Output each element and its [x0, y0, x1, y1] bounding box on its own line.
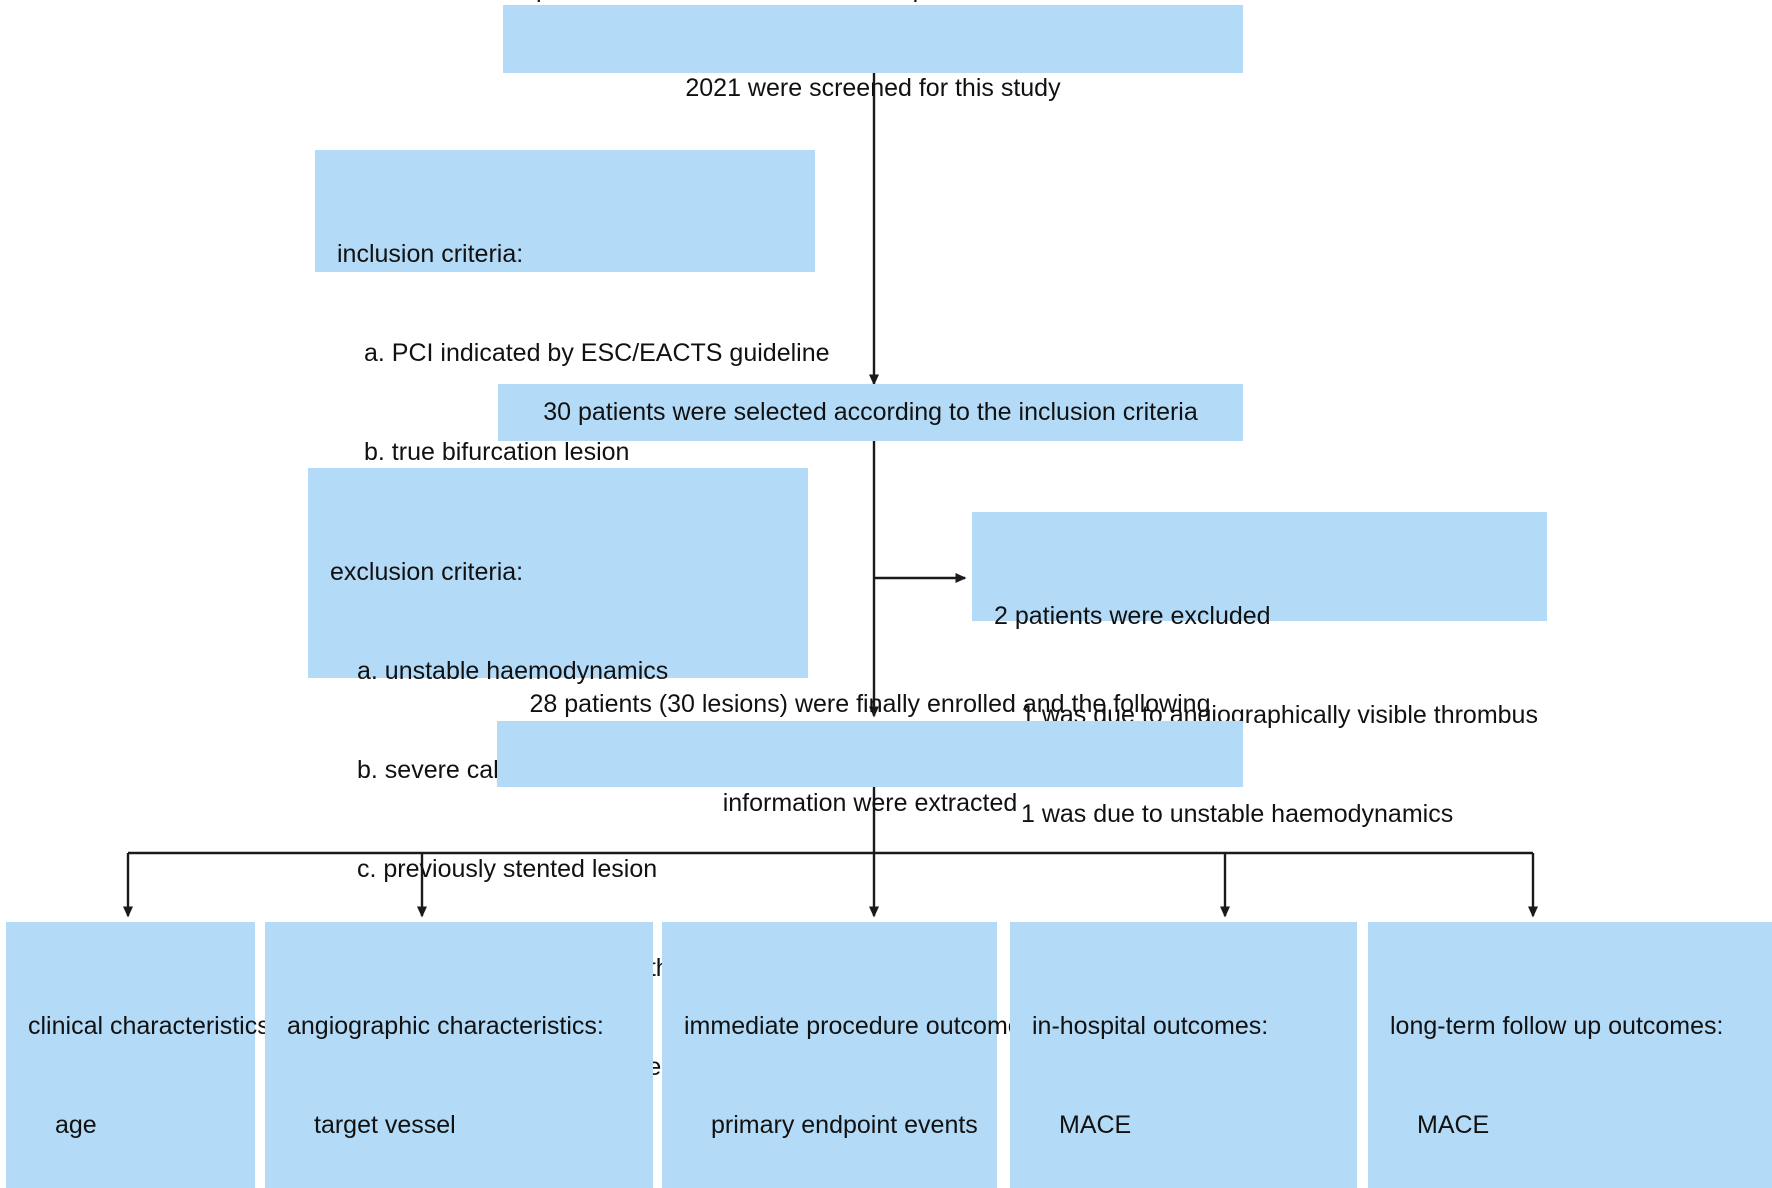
clinical-item-age: age	[55, 1111, 97, 1139]
longterm-heading: long-term follow up outcomes:	[1390, 1012, 1724, 1040]
node-screened-line-1: patients underwent PCI in our hospital f…	[536, 0, 1210, 6]
inclusion-item-a: a. PCI indicated by ESC/EACTS guideline	[364, 339, 830, 367]
longterm-item-mace: MACE	[1417, 1111, 1490, 1139]
node-excluded: 2 patients were excluded 1 was due to an…	[972, 512, 1547, 828]
exclusion-item-a: a. unstable haemodynamics	[357, 657, 669, 685]
node-screened: patients underwent PCI in our hospital f…	[503, 0, 1243, 102]
excluded-heading: 2 patients were excluded	[994, 602, 1271, 630]
node-long-term-follow-up-outcomes: long-term follow up outcomes: MACE cardi…	[1368, 922, 1772, 1188]
inhospital-heading: in-hospital outcomes:	[1032, 1012, 1269, 1040]
node-in-hospital-outcomes: in-hospital outcomes: MACE cardiac death…	[1010, 922, 1357, 1188]
immediate-item-primary-endpoint: primary endpoint events	[711, 1111, 978, 1139]
node-screened-line-2: 2021 were screened for this study	[685, 74, 1061, 102]
node-enrolled: 28 patients (30 lesions) were finally en…	[497, 690, 1243, 817]
node-clinical-characteristics: clinical characteristics: age sex basic …	[6, 922, 277, 1188]
clinical-heading: clinical characteristics:	[28, 1012, 277, 1040]
node-enrolled-line-2: information were extracted	[722, 789, 1018, 817]
node-angiographic-characteristics: angiographic characteristics: target ves…	[265, 922, 653, 1188]
excluded-item-2: 1 was due to unstable haemodynamics	[1021, 800, 1454, 828]
node-inclusion-criteria: inclusion criteria: a. PCI indicated by …	[315, 150, 830, 664]
inclusion-heading: inclusion criteria:	[337, 240, 524, 268]
inhospital-item-mace: MACE	[1059, 1111, 1132, 1139]
node-selected-line-1: 30 patients were selected according to t…	[543, 398, 1198, 426]
immediate-heading: immediate procedure outcomes:	[684, 1012, 1042, 1040]
exclusion-heading: exclusion criteria:	[330, 558, 524, 586]
node-immediate-procedure-outcomes: immediate procedure outcomes: primary en…	[662, 922, 1042, 1188]
node-selected: 30 patients were selected according to t…	[498, 384, 1243, 441]
angiographic-item-target-vessel: target vessel	[314, 1111, 456, 1139]
node-enrolled-line-1: 28 patients (30 lesions) were finally en…	[529, 690, 1211, 718]
exclusion-item-c: c. previously stented lesion	[357, 855, 658, 883]
angiographic-heading: angiographic characteristics:	[287, 1012, 604, 1040]
inclusion-item-b: b. true bifurcation lesion	[364, 438, 630, 466]
